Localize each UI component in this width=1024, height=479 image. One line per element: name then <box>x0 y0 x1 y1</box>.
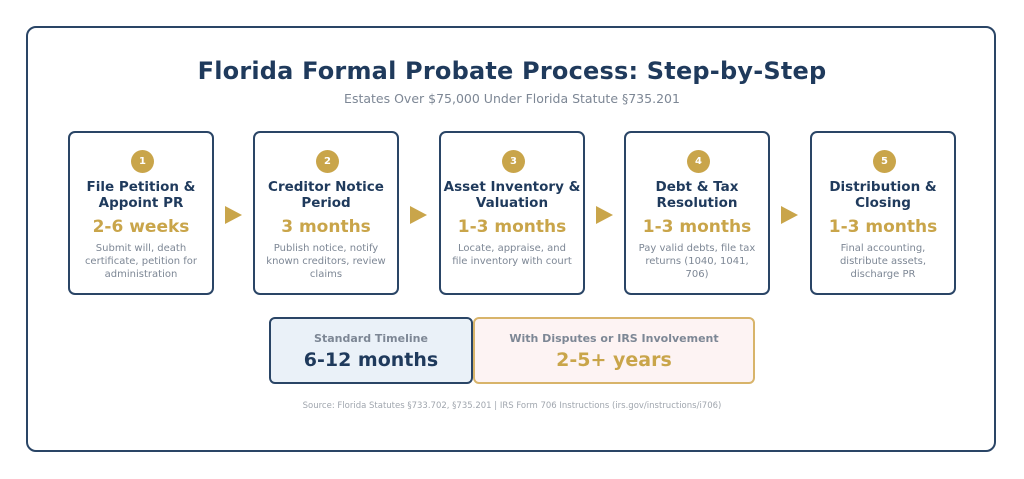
step-card-4: 4 Debt & Tax Resolution 1-3 months Pay v… <box>624 131 770 295</box>
step-number-badge: 5 <box>873 150 896 173</box>
extended-timeline-box: With Disputes or IRS Involvement 2-5+ ye… <box>473 317 755 384</box>
standard-timeline-box: Standard Timeline 6-12 months <box>269 317 473 384</box>
page-title: Florida Formal Probate Process: Step-by-… <box>197 57 827 85</box>
step-card-2: 2 Creditor Notice Period 3 months Publis… <box>253 131 399 295</box>
page-subtitle: Estates Over $75,000 Under Florida Statu… <box>344 91 680 106</box>
step-card-1: 1 File Petition & Appoint PR 2-6 weeks S… <box>68 131 214 295</box>
step-description: Final accounting, distribute assets, dis… <box>839 243 927 280</box>
step-duration: 1-3 months <box>828 217 938 237</box>
step-duration: 3 months <box>281 217 371 237</box>
step-card-3: 3 Asset Inventory & Valuation 1-3 months… <box>439 131 585 295</box>
step-description: Locate, appraise, and file inventory wit… <box>452 243 572 267</box>
step-description: Submit will, death certificate, petition… <box>84 243 198 280</box>
summary-value: 6-12 months <box>303 349 439 371</box>
step-number-badge: 1 <box>131 150 154 173</box>
step-title: File Petition & Appoint PR <box>86 179 196 211</box>
arrow-right-icon <box>596 206 613 224</box>
summary-label: With Disputes or IRS Involvement <box>509 332 719 345</box>
summary-label: Standard Timeline <box>314 332 428 345</box>
step-description: Publish notice, notify known creditors, … <box>266 243 386 280</box>
step-title: Creditor Notice Period <box>268 179 384 211</box>
step-description: Pay valid debts, file tax returns (1040,… <box>638 243 756 280</box>
step-duration: 1-3 months <box>642 217 752 237</box>
step-title: Asset Inventory & Valuation <box>443 179 581 211</box>
summary-value: 2-5+ years <box>556 349 672 371</box>
step-number-badge: 3 <box>502 150 525 173</box>
step-number-badge: 4 <box>687 150 710 173</box>
step-duration: 2-6 weeks <box>92 217 190 237</box>
arrow-right-icon <box>781 206 798 224</box>
step-card-5: 5 Distribution & Closing 1-3 months Fina… <box>810 131 956 295</box>
step-number-badge: 2 <box>316 150 339 173</box>
arrow-right-icon <box>225 206 242 224</box>
step-title: Debt & Tax Resolution <box>655 179 739 211</box>
step-title: Distribution & Closing <box>829 179 937 211</box>
arrow-right-icon <box>410 206 427 224</box>
source-citation: Source: Florida Statutes §733.702, §735.… <box>302 401 722 411</box>
step-duration: 1-3 months <box>457 217 567 237</box>
